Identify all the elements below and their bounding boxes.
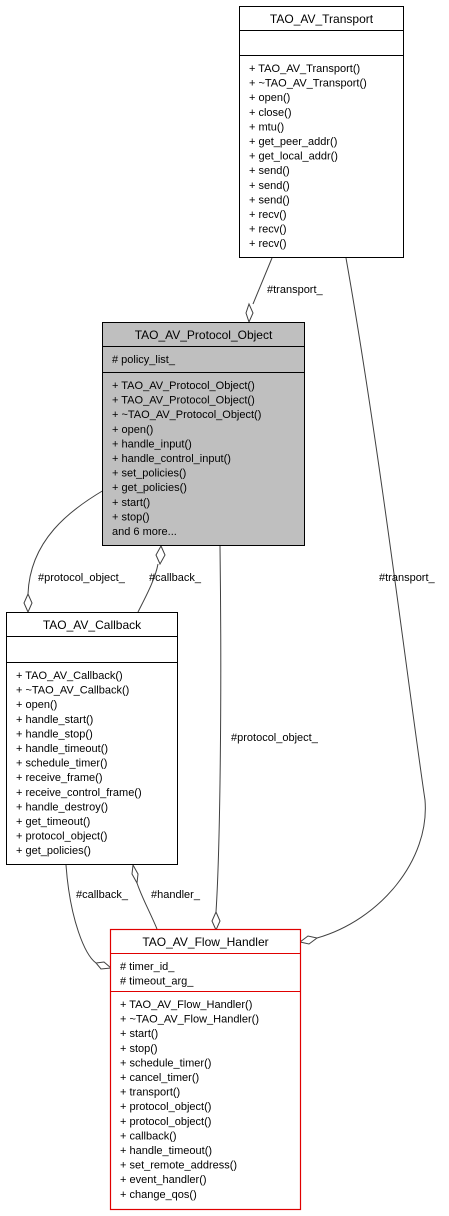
- edge-transport-to-flow-handler: [316, 257, 426, 939]
- class-tao-av-transport[interactable]: TAO_AV_Transport + TAO_AV_Transport() + ~…: [239, 6, 404, 258]
- edge-protocol-object-to-flow-handler: [215, 545, 222, 913]
- class-name: TAO_AV_Callback: [43, 618, 142, 632]
- method-item: + get_peer_addr(): [249, 136, 337, 148]
- method-item: + get_policies(): [16, 845, 91, 857]
- aggregation-diamond-icon: [95, 961, 113, 970]
- method-item: + TAO_AV_Callback(): [16, 670, 123, 682]
- method-list: + TAO_AV_Transport() + ~TAO_AV_Transport(…: [249, 63, 367, 250]
- method-item: + mtu(): [249, 121, 284, 133]
- class-tao-av-callback[interactable]: TAO_AV_Callback + TAO_AV_Callback() + ~TA…: [6, 612, 178, 865]
- method-item: + set_policies(): [112, 468, 186, 480]
- method-list: + TAO_AV_Protocol_Object() + TAO_AV_Proto…: [112, 380, 261, 538]
- method-item: + set_remote_address(): [120, 1160, 237, 1172]
- class-name: TAO_AV_Transport: [270, 12, 374, 26]
- method-item: + handle_timeout(): [120, 1145, 212, 1157]
- method-item: + TAO_AV_Flow_Handler(): [120, 999, 252, 1011]
- method-item: + get_policies(): [112, 482, 187, 494]
- method-item: + protocol_object(): [16, 831, 107, 843]
- aggregation-diamond-icon: [211, 910, 221, 932]
- method-item: + schedule_timer(): [120, 1057, 211, 1069]
- method-item: + TAO_AV_Protocol_Object(): [112, 380, 255, 392]
- method-item: + ~TAO_AV_Callback(): [16, 685, 129, 697]
- method-item: + send(): [249, 180, 290, 192]
- edge-label-protocol-object-callback: #protocol_object_: [38, 572, 126, 584]
- method-item: + handle_destroy(): [16, 801, 108, 813]
- method-item: + TAO_AV_Transport(): [249, 63, 360, 75]
- aggregation-diamond-icon: [245, 302, 254, 324]
- method-item: + open(): [249, 92, 290, 104]
- attribute-item: # policy_list_: [112, 354, 176, 366]
- edge-label-transport: #transport_: [267, 284, 324, 296]
- edge-callback-to-protocol-object: [137, 563, 159, 613]
- method-item: + recv(): [249, 224, 287, 236]
- method-item: + transport(): [120, 1087, 180, 1099]
- method-item: + recv(): [249, 238, 287, 250]
- edge-protocol-object-to-callback: [27, 489, 105, 595]
- method-item: + start(): [112, 497, 150, 509]
- method-item: + event_handler(): [120, 1174, 207, 1186]
- method-item: + handle_start(): [16, 714, 93, 726]
- method-item: + send(): [249, 165, 290, 177]
- edge-transport-to-protocol-object: [252, 257, 273, 305]
- method-item: + handle_timeout(): [16, 743, 108, 755]
- method-item: + ~TAO_AV_Flow_Handler(): [120, 1014, 259, 1026]
- edges: #transport_ #protocol_object_ #callback_…: [23, 257, 436, 970]
- edge-label-callback: #callback_: [149, 572, 202, 584]
- attribute-item: # timer_id_: [120, 961, 175, 973]
- edge-callback-to-flow-handler: [65, 864, 97, 964]
- method-item: + callback(): [120, 1130, 177, 1142]
- method-item: + receive_frame(): [16, 772, 103, 784]
- class-tao-av-flow-handler[interactable]: TAO_AV_Flow_Handler # timer_id_ # timeout…: [109, 928, 302, 1211]
- method-list: + TAO_AV_Flow_Handler() + ~TAO_AV_Flow_Ha…: [120, 999, 259, 1201]
- attribute-item: # timeout_arg_: [120, 976, 194, 988]
- method-item: + protocol_object(): [120, 1116, 211, 1128]
- method-item: + schedule_timer(): [16, 758, 107, 770]
- method-item: + stop(): [112, 511, 150, 523]
- method-item: + ~TAO_AV_Transport(): [249, 78, 367, 90]
- method-item: + handle_input(): [112, 438, 192, 450]
- class-name: TAO_AV_Flow_Handler: [142, 935, 268, 949]
- class-name: TAO_AV_Protocol_Object: [135, 328, 273, 342]
- edge-label-handler: #handler_: [151, 889, 201, 901]
- aggregation-diamond-icon: [155, 544, 166, 566]
- aggregation-diamond-icon: [131, 863, 139, 885]
- attribute-list: # timer_id_ # timeout_arg_: [120, 961, 194, 988]
- method-item: + close(): [249, 107, 292, 119]
- method-item: + get_timeout(): [16, 816, 90, 828]
- aggregation-diamond-icon: [23, 592, 33, 614]
- method-item: + protocol_object(): [120, 1101, 211, 1113]
- method-item: + TAO_AV_Protocol_Object(): [112, 395, 255, 407]
- aggregation-diamond-icon: [298, 935, 319, 945]
- method-item: + handle_stop(): [16, 728, 93, 740]
- edge-label-transport-flow: #transport_: [379, 572, 436, 584]
- method-item: + start(): [120, 1028, 158, 1040]
- method-item: + cancel_timer(): [120, 1072, 199, 1084]
- method-item: + handle_control_input(): [112, 453, 231, 465]
- method-item: + send(): [249, 194, 290, 206]
- edge-label-protocol-object-flow: #protocol_object_: [231, 732, 319, 744]
- class-tao-av-protocol-object[interactable]: TAO_AV_Protocol_Object # policy_list_ + …: [102, 322, 305, 546]
- method-item: + ~TAO_AV_Protocol_Object(): [112, 409, 261, 421]
- method-list: + TAO_AV_Callback() + ~TAO_AV_Callback() +…: [16, 670, 142, 857]
- method-item: + stop(): [120, 1043, 158, 1055]
- edge-label-callback-flow: #callback_: [76, 889, 129, 901]
- method-item: + change_qos(): [120, 1189, 197, 1201]
- method-item: + open(): [16, 699, 57, 711]
- method-item: + get_local_addr(): [249, 151, 338, 163]
- method-item: + recv(): [249, 209, 287, 221]
- attribute-list: # policy_list_: [112, 354, 176, 366]
- edge-flow-handler-to-callback: [136, 882, 158, 930]
- method-item: and 6 more...: [112, 526, 177, 538]
- method-item: + receive_control_frame(): [16, 787, 142, 799]
- method-item: + open(): [112, 424, 153, 436]
